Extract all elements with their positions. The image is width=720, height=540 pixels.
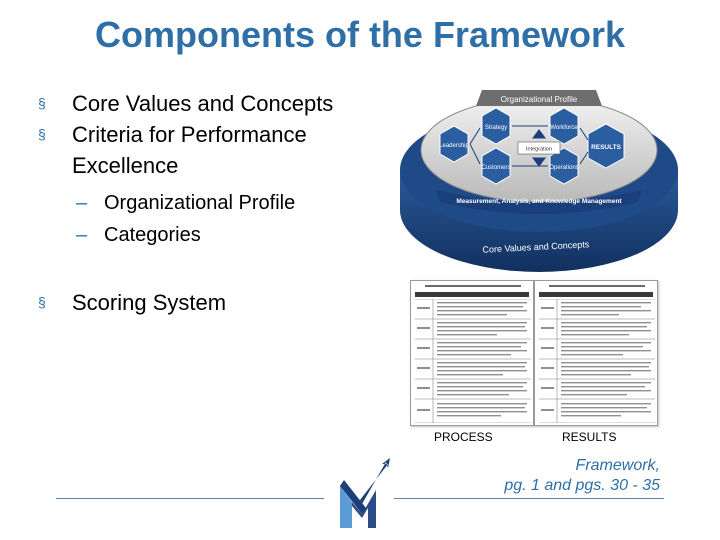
org-profile-label: Organizational Profile	[501, 95, 578, 104]
process-label: PROCESS	[434, 430, 493, 444]
bullet-list: § Core Values and Concepts § Criteria fo…	[38, 88, 368, 318]
page-reference: Framework, pg. 1 and pgs. 30 - 35	[504, 456, 660, 496]
framework-diagram: Measurement, Analysis, and Knowledge Man…	[400, 90, 678, 272]
form-body-lines	[415, 299, 531, 423]
integration-label: Integration	[526, 147, 552, 153]
bullet-scoring: § Scoring System	[38, 287, 368, 318]
integration-box	[517, 141, 561, 155]
subbullet-categories: – Categories	[38, 219, 368, 251]
diagram-arrows	[469, 125, 589, 167]
footer-divider-left	[56, 498, 324, 499]
bullet-text: Core Values and Concepts	[72, 91, 334, 116]
reference-line-2: pg. 1 and pgs. 30 - 35	[504, 477, 660, 494]
results-scoring-form	[534, 280, 658, 426]
measurement-band	[436, 190, 642, 214]
hex-strategy: Strategy	[481, 107, 511, 145]
bullet-text: Criteria for Performance Excellence	[72, 122, 307, 178]
subbullet-text: Categories	[104, 224, 201, 246]
sub-marker: –	[76, 224, 88, 246]
svg-text:Leadership: Leadership	[439, 143, 469, 149]
hex-customers: Customers	[481, 147, 511, 185]
results-label: RESULTS	[562, 430, 617, 444]
svg-text:Workforce: Workforce	[550, 125, 578, 131]
svg-text:Operations: Operations	[549, 165, 578, 171]
form-body-lines	[539, 299, 655, 423]
form-header-lines	[549, 285, 645, 287]
form-column-header	[539, 292, 653, 297]
bullet-criteria: § Criteria for Performance Excellence	[38, 119, 368, 181]
svg-text:RESULTS: RESULTS	[591, 144, 622, 151]
subbullet-org-profile: – Organizational Profile	[38, 187, 368, 219]
reference-line-1: Framework,	[575, 457, 660, 474]
bullet-core-values: § Core Values and Concepts	[38, 88, 368, 119]
hex-leadership: Leadership	[439, 125, 470, 163]
measurement-label: Measurement, Analysis, and Knowledge Man…	[456, 198, 622, 205]
hex-operations: Operations	[549, 147, 579, 185]
bullet-marker: §	[38, 294, 46, 310]
form-column-header	[415, 292, 529, 297]
subbullet-text: Organizational Profile	[104, 192, 296, 214]
process-scoring-form	[410, 280, 534, 426]
bullet-marker: §	[38, 95, 46, 111]
sub-marker: –	[76, 192, 88, 214]
bullet-text: Scoring System	[72, 290, 227, 315]
svg-text:Customers: Customers	[481, 165, 510, 171]
footer-divider-right	[394, 498, 664, 499]
svg-text:Strategy: Strategy	[485, 125, 507, 131]
bullet-marker: §	[38, 126, 46, 142]
m-logo-icon	[340, 458, 390, 528]
slide-title: Components of the Framework	[94, 14, 626, 55]
hex-workforce: Workforce	[549, 107, 579, 145]
form-header-lines	[425, 285, 521, 287]
org-profile-tab	[476, 90, 602, 106]
hex-results: RESULTS	[587, 123, 625, 169]
